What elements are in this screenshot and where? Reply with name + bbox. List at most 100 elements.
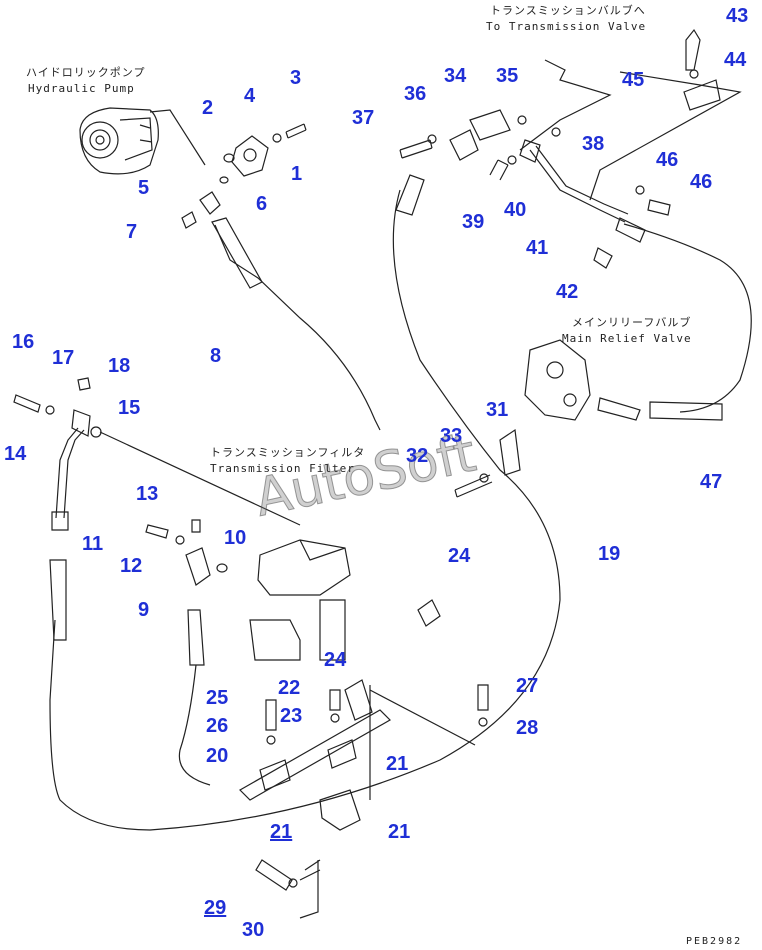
plug-18: [77, 377, 91, 391]
hose-19: [49, 189, 561, 831]
hose-8: [214, 224, 381, 431]
elbow-34: [469, 109, 511, 141]
washer-28: [266, 735, 276, 745]
washer-17: [45, 405, 55, 415]
callout-24-upper: 24: [448, 545, 471, 567]
caption-transmission-filter-jp: トランスミッションフィルタ: [210, 446, 366, 459]
clamp-31: [499, 428, 521, 476]
callout-37: 36: [404, 83, 427, 105]
callout-21-bottom: 21: [270, 821, 293, 843]
callout-13: 13: [136, 483, 159, 505]
hose-end-left: [49, 559, 67, 641]
callout-36: 37: [352, 107, 375, 129]
bolt-3: [285, 123, 307, 139]
hose-47: [623, 223, 752, 413]
callout-26: 28: [516, 717, 539, 739]
callout-20: 21: [388, 821, 411, 843]
callout-14: 14: [4, 443, 27, 465]
callout-3: 3: [290, 67, 302, 89]
callout-32: 32: [406, 445, 429, 467]
clamp-21b: [327, 739, 357, 769]
callout-7: 7: [126, 221, 138, 243]
callout-28: 26: [206, 715, 229, 737]
bolt-33: [454, 474, 493, 498]
washer-37: [427, 134, 437, 144]
callout-46-mid: 46: [656, 149, 679, 171]
filter-leader: [99, 431, 301, 526]
o-ring-10: [216, 563, 228, 573]
bolt-29: [299, 859, 321, 881]
bracket-43: [683, 79, 721, 111]
callout-33: 33: [440, 425, 463, 447]
plug-7: [181, 211, 197, 229]
callout-21-left: 20: [206, 745, 229, 767]
bolt-44: [647, 199, 671, 216]
caption-main-relief-en: Main Relief Valve: [562, 332, 692, 345]
hose-9: [178, 664, 211, 786]
callout-46-top: 44: [724, 49, 747, 71]
washer-46: [689, 69, 699, 79]
hose-8-fitting: [211, 217, 263, 289]
callout-47: 47: [700, 471, 723, 493]
tube-38: [529, 149, 626, 223]
caption-main-relief-jp: メインリリーフバルブ: [572, 316, 692, 329]
clamp-24-lower: [344, 679, 373, 721]
bracket-43-leader: [589, 71, 742, 201]
hose-47-end: [649, 401, 723, 421]
bolt-25: [477, 684, 489, 711]
main-relief-valve: [524, 339, 641, 421]
bolt-27: [265, 699, 277, 731]
callout-5: 5: [138, 177, 150, 199]
washer-26: [478, 717, 488, 727]
callout-29: 29: [204, 897, 227, 919]
callout-11: 11: [82, 533, 104, 555]
pump-leader: [149, 109, 206, 166]
callout-9: 9: [138, 599, 150, 621]
callout-44: 46: [690, 171, 713, 193]
callout-30: 30: [242, 919, 265, 941]
callout-8: 8: [210, 345, 222, 367]
callout-1: 1: [291, 163, 303, 185]
callout-25: 27: [516, 675, 539, 697]
caption-transmission-filter-en: Transmission Filter: [210, 462, 355, 475]
washer-12: [175, 535, 185, 545]
callout-17: 17: [52, 347, 75, 369]
o-ring-15: [90, 426, 102, 438]
caption-hydraulic-pump-en: Hydraulic Pump: [28, 82, 135, 95]
o-ring-39: [551, 127, 561, 137]
washer-30: [288, 878, 298, 888]
hydraulic-pump: [79, 107, 159, 175]
caption-hydraulic-pump-jp: ハイドロリックポンプ: [26, 66, 146, 79]
o-ring-2: [223, 153, 235, 163]
leader-29: [299, 860, 319, 919]
tube-14: [55, 427, 79, 519]
bolt-36: [399, 139, 433, 159]
callout-34: 34: [444, 65, 467, 87]
bolt-11: [145, 524, 169, 539]
bolt-22: [329, 689, 341, 711]
callout-31: 31: [486, 399, 509, 421]
bolt-16: [13, 394, 41, 413]
leader-26: [369, 689, 476, 746]
callout-22: 22: [278, 677, 301, 699]
plug-13: [191, 519, 201, 533]
callout-24-lower: 24: [324, 649, 347, 671]
o-ring-6: [219, 176, 229, 184]
callout-42: 42: [556, 281, 579, 303]
callout-35: 35: [496, 65, 519, 87]
bar-21: [239, 709, 391, 801]
callout-43: 45: [622, 69, 645, 91]
caption-transmission-valve-en: To Transmission Valve: [486, 20, 647, 33]
plug-42: [593, 247, 613, 269]
callout-21-right: 21: [386, 753, 409, 775]
callout-18: 18: [108, 355, 131, 377]
callout-2: 2: [202, 97, 214, 119]
callout-23: 23: [280, 705, 303, 727]
elbow-5: [199, 191, 221, 215]
callout-19: 19: [598, 543, 621, 565]
washer-23: [330, 713, 340, 723]
callout-45: 43: [726, 5, 749, 27]
callout-38: 41: [526, 237, 549, 259]
hose-9-end: [187, 609, 205, 666]
